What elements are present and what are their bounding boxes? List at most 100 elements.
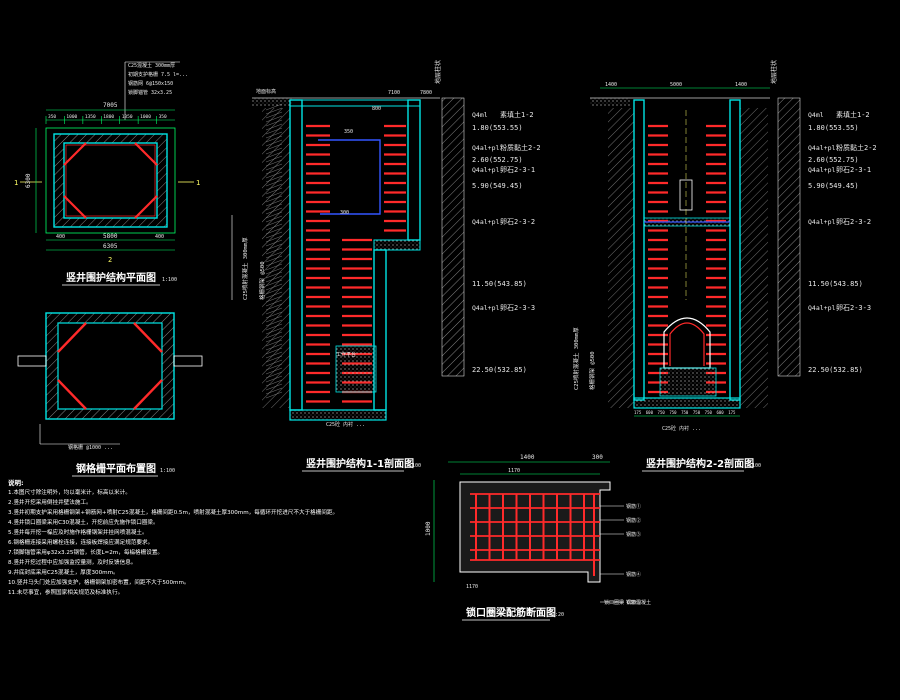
section11-title: 竖井围护结构1-1剖面图: [306, 457, 414, 470]
strata-code-a-6: Q4al+pl: [472, 218, 499, 226]
plan-top-dim-3: 1800: [103, 114, 114, 120]
frame-plan-scale: 1:100: [160, 468, 175, 474]
frame-plan-view: 钢格栅 @1000 ... 钢格栅平面布置图 1:100: [17, 312, 203, 477]
svg-text:格栅钢架 @500: 格栅钢架 @500: [588, 351, 596, 390]
section22-title: 竖井围护结构2-2剖面图: [646, 457, 754, 470]
strata-code-a-0: Q4ml: [472, 111, 488, 119]
strata-depth-a-7: 11.50(543.85): [472, 280, 527, 288]
cut-mark-1-right: 1: [196, 179, 200, 187]
section22-bottom-dim-3: 750: [669, 410, 677, 415]
section22-bottom-dim-4: 750: [681, 410, 689, 415]
section22-bottom-dim-0: 175: [634, 410, 642, 415]
section11-label-7100: 7100: [388, 90, 400, 96]
section22-top-dim-1: 5000: [670, 82, 682, 88]
section11-label-platform: 工作平台: [336, 351, 356, 358]
section11-label-7800: 7800: [420, 90, 432, 96]
strata-depth-b-9: 22.50(532.85): [808, 366, 863, 374]
strata-name-b-8: 卵石2-3-3: [836, 303, 871, 312]
plan-top-dim-0: 350: [48, 114, 56, 120]
note-line-10: 10.竖井马头门处应加强支护，格栅钢架加密布置，间距不大于500mm。: [8, 580, 190, 586]
note-line-3: 3.竖井初期支护采用格栅钢架+钢筋网+喷射C25混凝土，格栅间距0.5m，喷射混…: [8, 510, 339, 516]
strata-code-a-8: Q4al+pl: [472, 304, 499, 312]
strata-depth-a-9: 22.50(532.85): [472, 366, 527, 374]
plan-top-dim-1: 1000: [66, 114, 77, 120]
strata-name-a-8: 卵石2-3-3: [500, 303, 535, 312]
strata-name-b-4: 卵石2-3-1: [836, 165, 871, 174]
plan-top-dim-2: 1350: [85, 114, 96, 120]
strata-name-b-2: 粉质黏土2-2: [836, 143, 877, 152]
detail-side-dim: 1000: [425, 521, 432, 536]
section11-ground-label: 地面标高: [256, 88, 276, 95]
strata-code-b-0: Q4ml: [808, 111, 824, 119]
strata-name-b-6: 卵石2-3-2: [836, 217, 871, 226]
frame-plan-title: 钢格栅平面布置图: [76, 462, 156, 475]
cut-mark-2-bottom: 2: [108, 256, 112, 264]
svg-text:C25喷射混凝土 300mm厚: C25喷射混凝土 300mm厚: [572, 327, 580, 390]
note-line-9: 9.井底封底采用C25混凝土，厚度300mm。: [8, 570, 119, 576]
svg-text:C25喷射混凝土 300mm厚: C25喷射混凝土 300mm厚: [241, 237, 249, 300]
plan-bottom-dim-total: 6305: [103, 243, 118, 250]
section11-bottom-note: C25砼 内衬 ...: [326, 421, 365, 428]
cut-mark-1-left: 1: [14, 179, 18, 187]
detail-title: 锁口圈梁配筋断面图: [466, 606, 556, 619]
plan-top-dim-5: 1000: [140, 114, 151, 120]
strata-header-1: 地层柱状: [434, 60, 442, 84]
note-line-8: 8.竖井开挖过程中应加强监控量测，及时反馈信息。: [8, 560, 137, 566]
strata-depth-b-5: 5.90(549.45): [808, 182, 859, 190]
section-1-1-view: 地面标高 350 800 300 7100 7800 工作平台 C25喷射混凝土…: [231, 88, 440, 472]
plan-top-dim-4: 1350: [122, 114, 133, 120]
section11-label-300: 300: [340, 210, 349, 216]
detail-bottom-label: 1170: [466, 584, 478, 590]
detail-right-label-0: 钢筋①: [626, 503, 641, 510]
strata-code-b-4: Q4al+pl: [808, 166, 835, 174]
detail-right-labels: 钢筋① 钢筋② 钢筋③ 钢筋④ 钢筋⑤: [600, 503, 641, 606]
section11-label-350: 350: [344, 129, 353, 135]
detail-top-dim-1: 1400: [520, 454, 535, 461]
note-line-7: 7.锁脚锚管采用φ32x3.25钢管，长度L=2m，每榀格栅设置。: [8, 550, 164, 556]
section22-bottom-dim-5: 750: [693, 410, 701, 415]
section22-top-dim-2: 1400: [735, 82, 747, 88]
detail-rebar: [470, 493, 600, 576]
note-line-4: 4.竖井锁口圈梁采用C30混凝土，开挖前应先施作锁口圈梁。: [8, 520, 159, 526]
frame-plan-note: 钢格栅 @1000 ...: [68, 444, 113, 451]
note-line-1: 1.本图尺寸除注明外，均以毫米计，标高以米计。: [8, 490, 131, 496]
strata-name-a-2: 粉质黏土2-2: [500, 143, 541, 152]
plan-scale: 1:100: [162, 277, 177, 283]
strata-name-a-4: 卵石2-3-1: [500, 165, 535, 174]
detail-right-label-2: 钢筋③: [626, 531, 641, 538]
notes-header: 说明:: [8, 479, 24, 487]
plan-bottom-small-left: 400: [56, 234, 65, 240]
detail-note: 锁口圈梁 C30混凝土: [604, 599, 651, 606]
strata-column-2: 地层柱状: [770, 60, 801, 377]
detail-right-label-4: 钢筋⑤: [626, 599, 641, 606]
general-notes: 说明: 1.本图尺寸除注明外，均以毫米计，标高以米计。 2.竖井开挖采用倒挂井壁…: [8, 478, 408, 598]
strata-name-a-0: 素填土1-2: [500, 110, 534, 119]
plan-callout-1: C25混凝土 300mm厚: [128, 62, 175, 69]
plan-title: 竖井围护结构平面图: [66, 271, 156, 284]
strata-depth-b-3: 2.60(552.75): [808, 156, 859, 164]
note-line-2: 2.竖井开挖采用倒挂井壁法施工。: [8, 500, 92, 506]
section22-rebar: [648, 124, 726, 394]
section22-scale: 1:100: [746, 463, 761, 469]
strata-code-b-2: Q4al+pl: [808, 144, 835, 152]
section11-label-800: 800: [372, 106, 381, 112]
strata-code-b-8: Q4al+pl: [808, 304, 835, 312]
detail-right-label-3: 钢筋④: [626, 571, 641, 578]
detail-scale: 1:20: [552, 612, 564, 618]
section22-bottom-dim-2: 750: [658, 410, 666, 415]
strata-name-a-6: 卵石2-3-2: [500, 217, 535, 226]
strata-depth-a-3: 2.60(552.75): [472, 156, 523, 164]
detail-right-label-1: 钢筋②: [626, 517, 641, 524]
note-line-5: 5.竖井每开挖一榀应及时施作格栅钢架并挂网喷混凝土。: [8, 530, 148, 536]
section22-bottom-dim-6: 750: [705, 410, 713, 415]
note-line-11: 11.未尽事宜，参照国家相关规范及标准执行。: [8, 590, 124, 596]
strata-depth-b-1: 1.80(553.55): [808, 124, 859, 132]
svg-text:格栅钢架 @500: 格栅钢架 @500: [258, 261, 266, 300]
